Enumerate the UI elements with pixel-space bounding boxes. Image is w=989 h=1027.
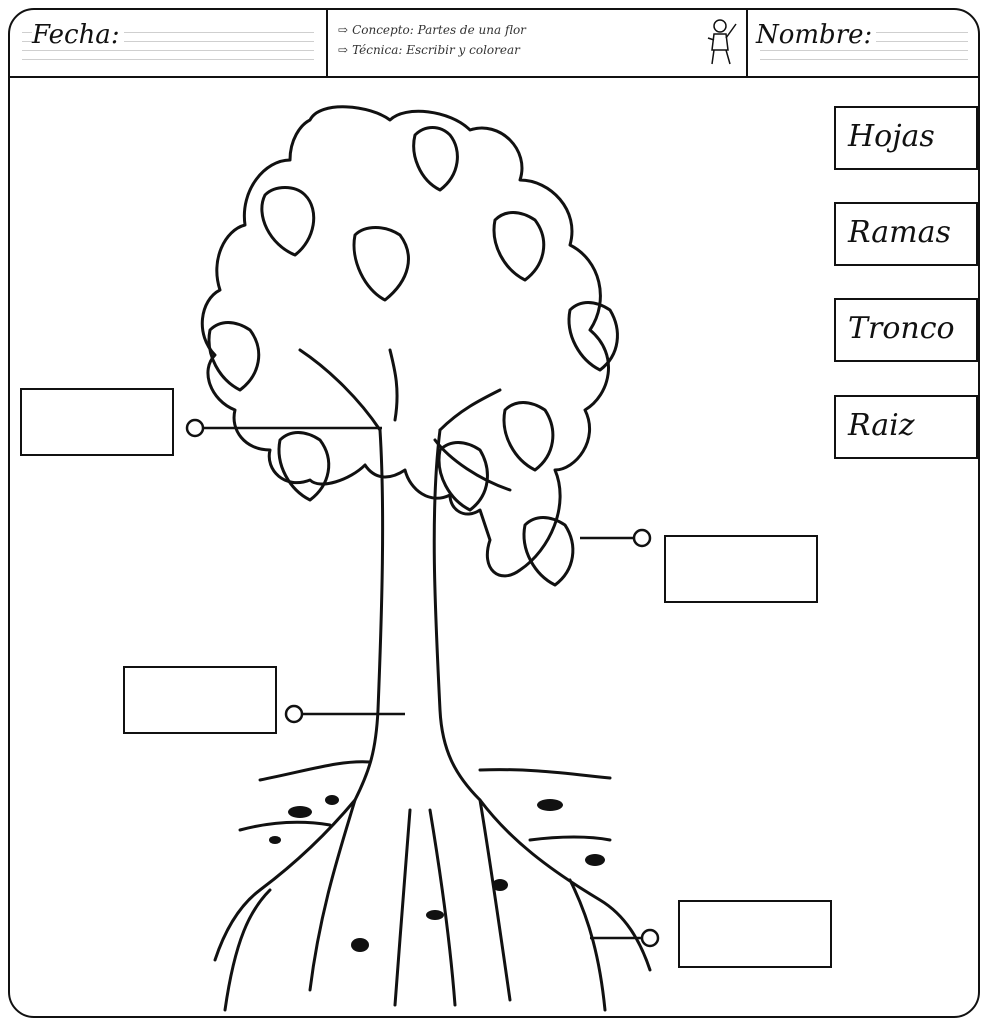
trunk-outline (355, 430, 480, 800)
pointer-dot-trunk (286, 706, 302, 722)
answer-box-branches[interactable] (20, 388, 174, 456)
pointer-dot-branches (187, 420, 203, 436)
answer-box-trunk[interactable] (123, 666, 277, 734)
pointer-dot-leaves (634, 530, 650, 546)
word-bank-ramas: Ramas (834, 202, 978, 266)
word-bank-hojas: Hojas (834, 106, 978, 170)
word-bank-tronco: Tronco (834, 298, 978, 362)
ground-line (260, 762, 610, 780)
answer-box-leaves[interactable] (664, 535, 818, 603)
answer-box-roots[interactable] (678, 900, 832, 968)
pointer-dot-roots (642, 930, 658, 946)
canopy-outline (202, 107, 608, 576)
word-bank-raiz: Raiz (834, 395, 978, 459)
roots-outline (215, 800, 650, 1010)
worksheet: Fecha: ⇨Concepto: Partes de una flor ⇨Té… (8, 8, 980, 1018)
